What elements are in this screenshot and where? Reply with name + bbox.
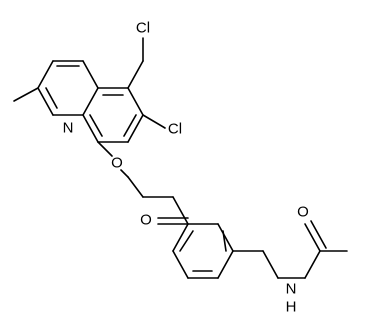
bond: [82, 87, 99, 116]
bond: [262, 250, 279, 279]
bond: [82, 60, 99, 89]
nitrogen-atom-label: N: [63, 120, 74, 137]
bond: [127, 176, 144, 198]
bond: [127, 114, 144, 143]
bond: [123, 114, 137, 137]
bond: [217, 250, 234, 279]
bond: [127, 60, 144, 89]
bond: [222, 230, 227, 252]
oxygen-atom-label: O: [140, 212, 152, 229]
bond: [37, 60, 54, 89]
bond: [304, 250, 321, 279]
atom-labels: Cl Cl N O O N H O: [63, 20, 309, 316]
bond: [304, 223, 321, 252]
hydrogen-atom-label: H: [286, 299, 297, 316]
bond: [89, 114, 103, 137]
chlorine-atom-label: Cl: [168, 121, 182, 138]
bond: [120, 169, 129, 178]
bond-lines: [13, 37, 348, 279]
bond: [142, 114, 166, 129]
bond: [37, 87, 54, 116]
chlorine-atom-label: Cl: [136, 20, 150, 37]
oxygen-atom-label: O: [111, 155, 123, 172]
bond: [310, 220, 327, 249]
bond: [45, 87, 58, 109]
oxygen-atom-label: O: [297, 204, 309, 221]
bond: [172, 250, 189, 279]
bond: [82, 114, 99, 143]
bond: [179, 230, 194, 252]
bond: [217, 223, 234, 252]
bond: [13, 87, 39, 102]
bond: [127, 87, 144, 116]
bond: [97, 141, 113, 157]
nitrogen-atom-label: N: [286, 281, 297, 298]
bond: [172, 196, 189, 225]
bond: [172, 223, 189, 252]
